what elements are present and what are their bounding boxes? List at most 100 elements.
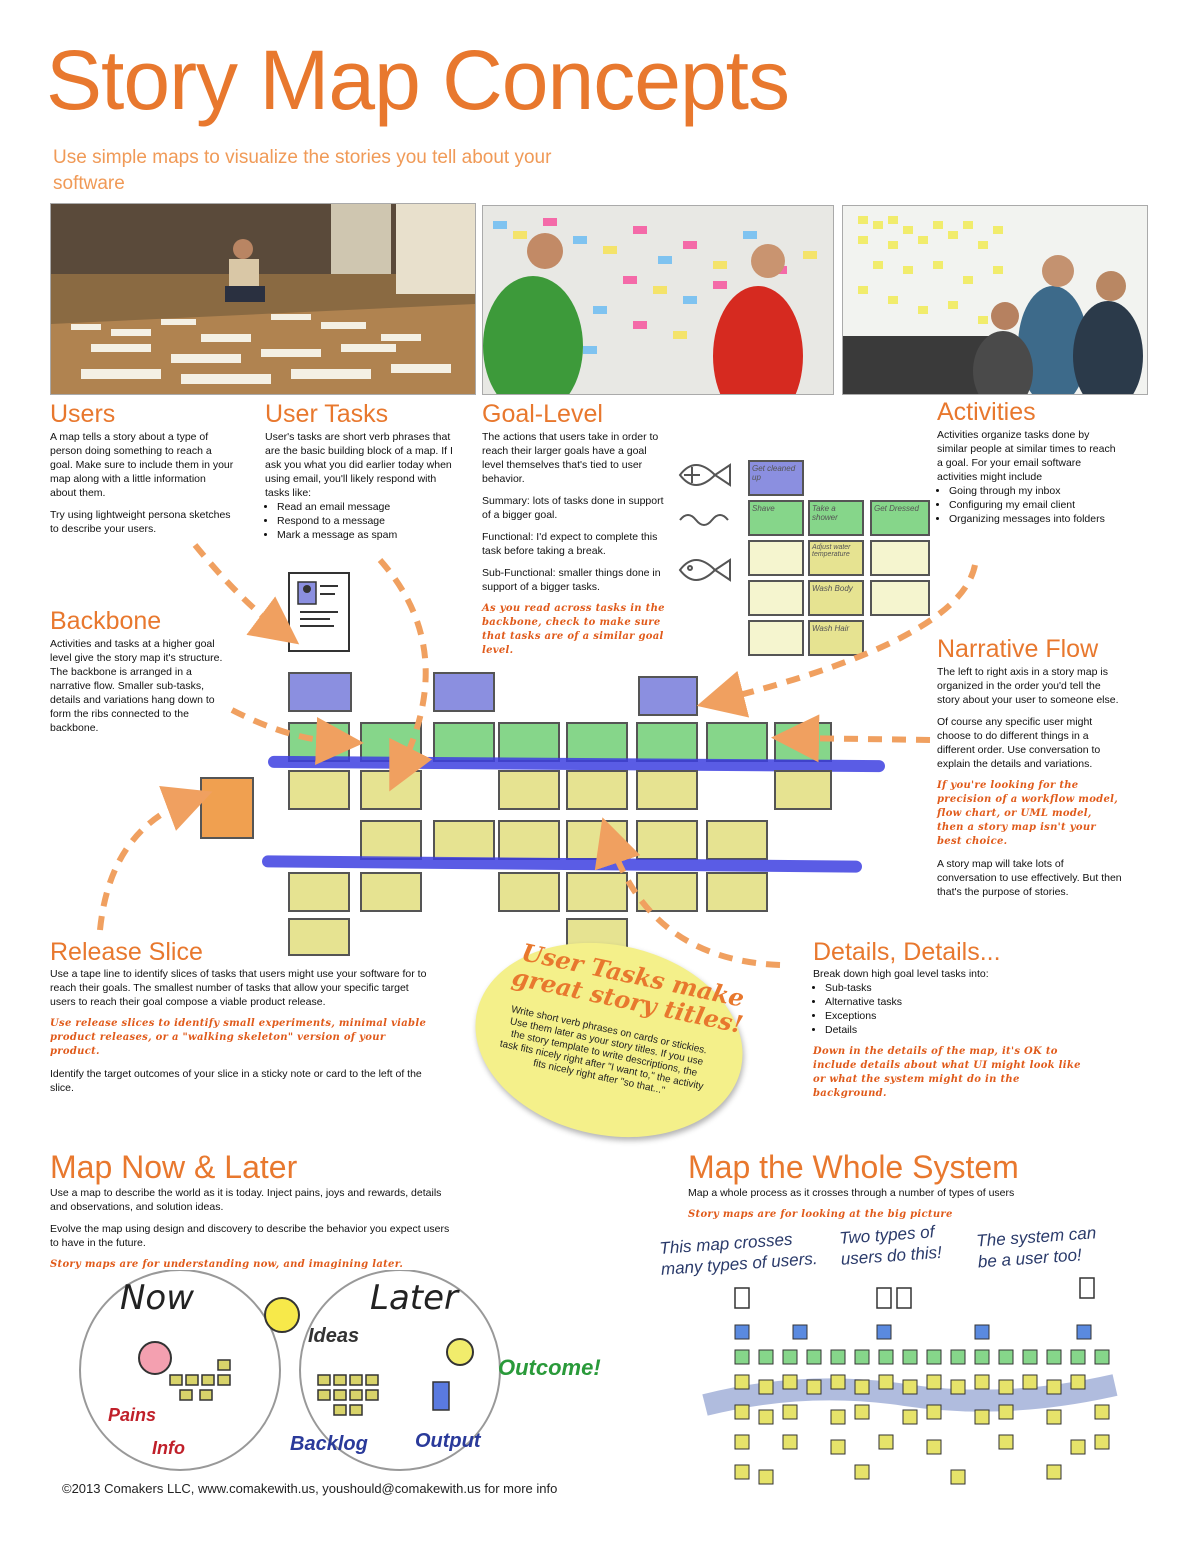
goal-level-p4: Sub-Functional: smaller things done in s… <box>482 567 661 593</box>
user-tasks-bubble: User Tasks make great story titles! Writ… <box>457 919 761 1161</box>
activities-text: Activities organize tasks done by simila… <box>937 428 1122 526</box>
detail-card <box>636 872 698 912</box>
activities-p1: Activities organize tasks done by simila… <box>937 429 1116 483</box>
task-card <box>360 722 422 762</box>
outcome-sticky-icon <box>200 777 254 839</box>
release-slice-p2: Identify the target outcomes of your sli… <box>50 1068 422 1094</box>
heading-backbone: Backbone <box>50 607 162 635</box>
goal-card-text: Get cleaned up <box>752 464 796 482</box>
map-now-later-p2: Evolve the map using design and discover… <box>50 1223 450 1249</box>
backbone-text: Activities and tasks at a higher goal le… <box>50 637 235 743</box>
page-subtitle: Use simple maps to visualize the stories… <box>53 147 552 194</box>
backbone-p1: Activities and tasks at a higher goal le… <box>50 638 223 734</box>
goal-card-sub <box>870 540 930 576</box>
now-label: Now <box>120 1278 195 1318</box>
narrative-flow-p1: The left to right axis in a story map is… <box>937 666 1119 706</box>
release-tape-2 <box>261 855 863 873</box>
detail-card <box>360 820 422 860</box>
activities-item: Organizing messages into folders <box>949 512 1122 526</box>
goal-card-text: Wash Body <box>812 584 853 593</box>
goal-card-text: Shave <box>752 504 775 513</box>
heading-user-tasks: User Tasks <box>265 400 389 428</box>
goal-level-emphasis: As you read across tasks in the backbone… <box>482 603 665 656</box>
pains-label: Pains <box>108 1405 157 1425</box>
detail-card <box>636 820 698 860</box>
task-card <box>636 722 698 762</box>
output-label: Output <box>415 1430 481 1452</box>
goal-card-functional: Get Dressed <box>870 500 930 536</box>
users-p2: Try using lightweight persona sketches t… <box>50 509 231 535</box>
whole-system-map-icon <box>702 1277 1118 1485</box>
later-label: Later <box>370 1278 459 1318</box>
map-now-later-text: Use a map to describe the world as it is… <box>50 1186 450 1280</box>
activity-card <box>433 672 495 712</box>
map-whole-system-emphasis: Story maps are for looking at the big pi… <box>688 1209 953 1220</box>
task-card <box>433 722 495 762</box>
photo-man-on-floor <box>50 203 476 395</box>
details-p1: Break down high goal level tasks into: <box>813 968 989 980</box>
detail-card <box>566 872 628 912</box>
photo-two-men-at-wall <box>482 205 834 395</box>
now-later-drawing-icon <box>79 1269 501 1471</box>
info-label: Info <box>152 1438 185 1458</box>
ideas-label: Ideas <box>308 1325 360 1347</box>
detail-card <box>706 872 768 912</box>
user-tasks-item: Read an email message <box>277 500 455 514</box>
task-card <box>288 722 350 762</box>
release-slice-text: Use a tape line to identify slices of ta… <box>50 967 435 1103</box>
goal-card-sub: Wash Hair <box>808 620 864 656</box>
narrative-flow-text: The left to right axis in a story map is… <box>937 665 1122 907</box>
detail-card <box>360 770 422 810</box>
task-card <box>774 722 832 762</box>
heading-activities: Activities <box>937 398 1036 426</box>
page-title: Story Map Concepts <box>46 33 790 127</box>
goal-card-text: Adjust water temperature <box>812 544 851 558</box>
goal-level-p2: Summary: lots of tasks done in support o… <box>482 495 664 521</box>
task-card <box>566 722 628 762</box>
goal-card-text: Take a shower <box>812 504 838 522</box>
activity-card <box>638 676 698 716</box>
whole-system-sketch: This map crosses many types of users. Tw… <box>655 1220 1155 1520</box>
detail-card <box>498 770 560 810</box>
detail-card <box>636 770 698 810</box>
detail-card <box>288 918 350 956</box>
goal-level-p3: Functional: I'd expect to complete this … <box>482 531 658 557</box>
heading-map-now-later: Map Now & Later <box>50 1149 298 1185</box>
map-whole-system-p1: Map a whole process as it crosses throug… <box>688 1187 1015 1199</box>
now-later-sketch: Now Later Ideas Pains Info Backlog Outpu… <box>70 1269 630 1480</box>
heading-users: Users <box>50 400 116 428</box>
heading-details: Details, Details... <box>813 938 1001 966</box>
details-item: Alternative tasks <box>825 995 1083 1009</box>
narrative-flow-emphasis: If you're looking for the precision of a… <box>937 780 1118 847</box>
detail-card <box>774 770 832 810</box>
goal-card-sub <box>870 580 930 616</box>
narrative-flow-p3: A story map will take lots of conversati… <box>937 858 1122 898</box>
detail-card <box>498 820 560 860</box>
detail-card <box>433 820 495 860</box>
heading-goal-level: Goal-Level <box>482 400 603 428</box>
detail-card <box>566 770 628 810</box>
goal-level-p1: The actions that users take in order to … <box>482 431 659 485</box>
photo-three-men-at-whiteboard <box>842 205 1148 395</box>
heading-narrative-flow: Narrative Flow <box>937 635 1099 663</box>
detail-card <box>360 872 422 912</box>
activity-card <box>288 672 352 712</box>
user-tasks-item: Respond to a message <box>277 514 455 528</box>
users-p1: A map tells a story about a type of pers… <box>50 431 234 499</box>
activities-item: Configuring my email client <box>949 498 1122 512</box>
map-now-later-p1: Use a map to describe the world as it is… <box>50 1187 442 1213</box>
detail-card <box>288 872 350 912</box>
goal-level-sketch: Get cleaned up Shave Take a shower Get D… <box>670 455 940 665</box>
details-text: Break down high goal level tasks into: S… <box>813 967 1083 1109</box>
detail-card <box>566 820 628 860</box>
user-tasks-p1: User's tasks are short verb phrases that… <box>265 431 453 499</box>
details-item: Details <box>825 1023 1083 1037</box>
details-item: Sub-tasks <box>825 981 1083 995</box>
goal-card-sub: Wash Body <box>808 580 864 616</box>
users-text: A map tells a story about a type of pers… <box>50 430 235 544</box>
outcome-label: Outcome! <box>498 1355 601 1380</box>
details-item: Exceptions <box>825 1009 1083 1023</box>
goal-card-text: Get Dressed <box>874 504 919 513</box>
goal-card-text: Wash Hair <box>812 624 850 633</box>
heading-map-whole-system: Map the Whole System <box>688 1149 1019 1185</box>
